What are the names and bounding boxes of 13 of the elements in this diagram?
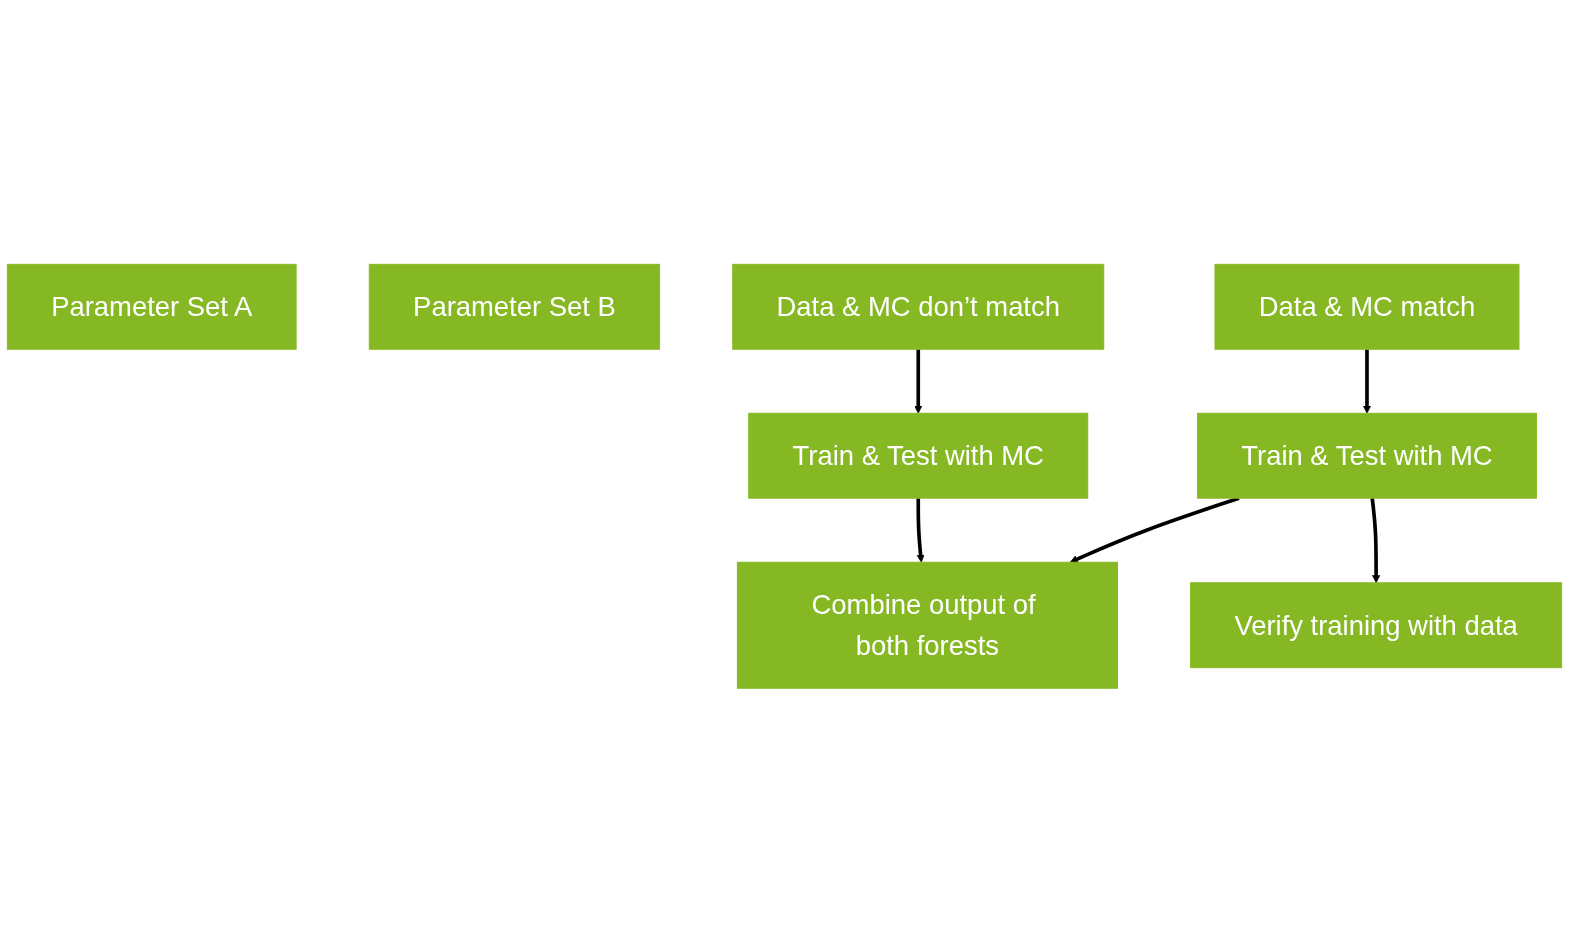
arrow	[1069, 496, 1240, 563]
arrow	[914, 349, 923, 414]
node-box: Train & Test with MC	[748, 412, 1089, 499]
node-box: Parameter Set A	[6, 263, 297, 350]
arrow	[1362, 349, 1371, 414]
node-box: Parameter Set B	[368, 263, 661, 350]
node-box: Verify training with data	[1190, 582, 1563, 668]
node-box: Combine output of both forests	[736, 561, 1118, 689]
arrow	[916, 497, 925, 563]
node-box: Data & MC don’t match	[732, 263, 1105, 350]
node-box: Train & Test with MC	[1197, 412, 1537, 499]
arrow	[1370, 497, 1381, 583]
node-box: Data & MC match	[1214, 263, 1520, 350]
